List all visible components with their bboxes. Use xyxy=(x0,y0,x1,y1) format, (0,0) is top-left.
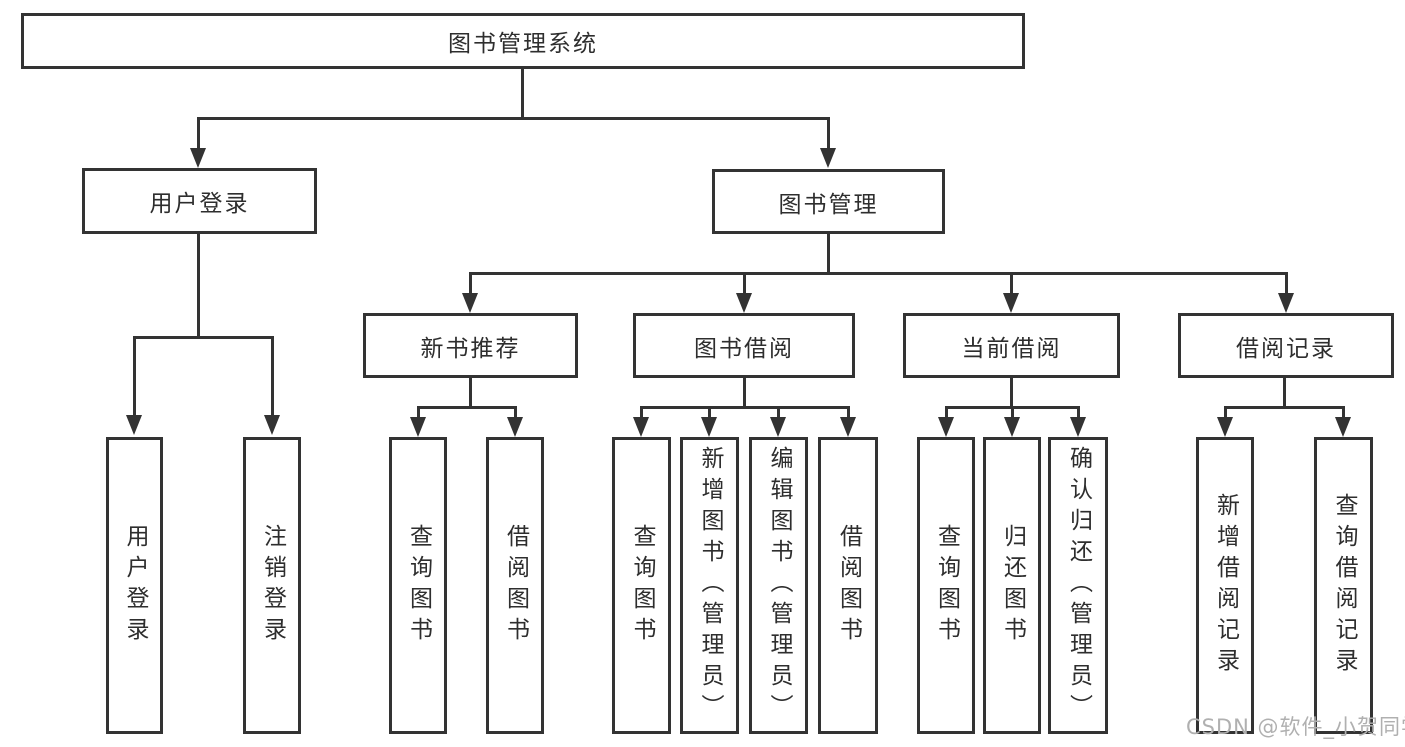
node-borrow-records: 借阅记录 xyxy=(1178,313,1394,378)
arrow-to-leaf-query-books-1-shaft xyxy=(417,406,420,419)
arrow-to-leaf-edit-book-admin-head xyxy=(770,417,786,437)
arrow-to-user-login-head xyxy=(190,148,206,168)
node-current-borrowing: 当前借阅 xyxy=(903,313,1120,378)
node-leaf-edit-book-admin: 编辑图书（管理员） xyxy=(749,437,808,734)
node-current-borrowing-label: 当前借阅 xyxy=(961,335,1062,362)
node-book-borrowing: 图书借阅 xyxy=(633,313,855,378)
node-leaf-query-books-3-label: 查询图书 xyxy=(933,523,960,648)
connector-current-borrowing-stub xyxy=(1010,378,1013,408)
arrow-to-leaf-return-book-shaft xyxy=(1011,406,1014,419)
connector-new-book-recommend-stub xyxy=(469,378,472,408)
arrow-to-leaf-query-books-2-head xyxy=(633,417,649,437)
node-new-book-recommend-label: 新书推荐 xyxy=(420,335,521,362)
connector-root-stub xyxy=(521,69,524,118)
node-library-system: 图书管理系统 xyxy=(21,13,1025,69)
connector-book-borrowing-hline xyxy=(640,406,849,409)
connector-user-login-hline xyxy=(133,336,273,339)
connector-book-management-hline xyxy=(469,272,1287,275)
node-book-management-label: 图书管理 xyxy=(778,191,879,218)
node-leaf-query-borrow-record-label: 查询借阅记录 xyxy=(1331,492,1357,679)
node-leaf-confirm-return-admin: 确认归还（管理员） xyxy=(1048,437,1108,734)
arrow-to-leaf-confirm-return-admin-head xyxy=(1070,417,1086,437)
arrow-to-leaf-query-books-3-shaft xyxy=(945,406,948,419)
node-book-borrowing-label: 图书借阅 xyxy=(694,335,794,362)
arrow-to-borrow-records-head xyxy=(1278,293,1294,313)
arrow-to-leaf-query-books-2-shaft xyxy=(640,406,643,419)
connector-user-login-stub xyxy=(197,234,200,339)
node-leaf-logout: 注销登录 xyxy=(243,437,301,734)
node-leaf-query-books-2-label: 查询图书 xyxy=(629,523,655,648)
connector-new-book-recommend-hline xyxy=(417,406,516,409)
node-leaf-add-borrow-record-label: 新增借阅记录 xyxy=(1212,492,1239,679)
node-leaf-logout-label: 注销登录 xyxy=(259,523,286,648)
arrow-to-leaf-logout-shaft xyxy=(271,336,274,417)
node-book-management: 图书管理 xyxy=(712,169,945,234)
connector-book-borrowing-stub xyxy=(743,378,746,408)
node-leaf-user-login: 用户登录 xyxy=(106,437,163,734)
arrow-to-leaf-query-borrow-record-head xyxy=(1335,417,1351,437)
node-leaf-query-books-2: 查询图书 xyxy=(612,437,671,734)
node-leaf-add-book-admin-label: 新增图书（管理员） xyxy=(697,446,723,725)
node-leaf-query-books-1-label: 查询图书 xyxy=(405,523,432,648)
arrow-to-current-borrowing-shaft xyxy=(1010,272,1013,295)
arrow-to-book-management-head xyxy=(820,148,836,168)
arrow-to-leaf-user-login-shaft xyxy=(133,336,136,417)
csdn-watermark: CSDN @软件_小贺同学 xyxy=(1186,715,1405,739)
arrow-to-leaf-borrow-books-2-head xyxy=(840,417,856,437)
node-leaf-query-books-1: 查询图书 xyxy=(389,437,447,734)
node-leaf-borrow-books-1-label: 借阅图书 xyxy=(502,523,529,648)
node-borrow-records-label: 借阅记录 xyxy=(1236,335,1336,362)
connector-borrow-records-stub xyxy=(1283,378,1286,408)
node-leaf-return-book-label: 归还图书 xyxy=(999,523,1026,648)
arrow-to-leaf-add-book-admin-head xyxy=(701,417,717,437)
arrow-to-leaf-confirm-return-admin-shaft xyxy=(1077,406,1080,419)
arrow-to-leaf-borrow-books-2-shaft xyxy=(847,406,850,419)
node-leaf-borrow-books-1: 借阅图书 xyxy=(486,437,544,734)
node-user-login-label: 用户登录 xyxy=(149,191,250,217)
arrow-to-leaf-return-book-head xyxy=(1004,417,1020,437)
arrow-to-book-management-shaft xyxy=(827,117,830,150)
node-leaf-borrow-books-2-label: 借阅图书 xyxy=(835,523,862,648)
connector-book-management-stub xyxy=(827,234,830,274)
arrow-to-current-borrowing-head xyxy=(1003,293,1019,313)
arrow-to-leaf-add-book-admin-shaft xyxy=(708,406,711,419)
node-leaf-return-book: 归还图书 xyxy=(983,437,1041,734)
node-leaf-borrow-books-2: 借阅图书 xyxy=(818,437,878,734)
arrow-to-new-book-recommend-shaft xyxy=(469,272,472,295)
arrow-to-leaf-add-borrow-record-shaft xyxy=(1224,406,1227,419)
arrow-to-borrow-records-shaft xyxy=(1285,272,1288,295)
node-library-system-label: 图书管理系统 xyxy=(448,31,598,57)
arrow-to-book-borrowing-head xyxy=(736,293,752,313)
arrow-to-leaf-borrow-books-1-head xyxy=(507,417,523,437)
connector-borrow-records-hline xyxy=(1224,406,1343,409)
arrow-to-book-borrowing-shaft xyxy=(743,272,746,295)
node-user-login: 用户登录 xyxy=(82,168,317,234)
connector-root-hline xyxy=(197,117,830,120)
arrow-to-leaf-query-books-3-head xyxy=(938,417,954,437)
arrow-to-user-login-shaft xyxy=(197,117,200,150)
arrow-to-leaf-user-login-head xyxy=(126,415,142,435)
node-leaf-query-borrow-record: 查询借阅记录 xyxy=(1314,437,1373,734)
arrow-to-leaf-logout-head xyxy=(264,415,280,435)
node-leaf-add-borrow-record: 新增借阅记录 xyxy=(1196,437,1254,734)
node-leaf-edit-book-admin-label: 编辑图书（管理员） xyxy=(766,446,792,725)
node-leaf-confirm-return-admin-label: 确认归还（管理员） xyxy=(1065,446,1092,725)
arrow-to-leaf-borrow-books-1-shaft xyxy=(514,406,517,419)
node-leaf-user-login-label: 用户登录 xyxy=(122,523,148,648)
node-new-book-recommend: 新书推荐 xyxy=(363,313,578,378)
arrow-to-leaf-query-books-1-head xyxy=(410,417,426,437)
arrow-to-leaf-edit-book-admin-shaft xyxy=(777,406,780,419)
arrow-to-leaf-query-borrow-record-shaft xyxy=(1342,406,1345,419)
arrow-to-leaf-add-borrow-record-head xyxy=(1217,417,1233,437)
arrow-to-new-book-recommend-head xyxy=(462,293,478,313)
node-leaf-query-books-3: 查询图书 xyxy=(917,437,975,734)
node-leaf-add-book-admin: 新增图书（管理员） xyxy=(680,437,739,734)
